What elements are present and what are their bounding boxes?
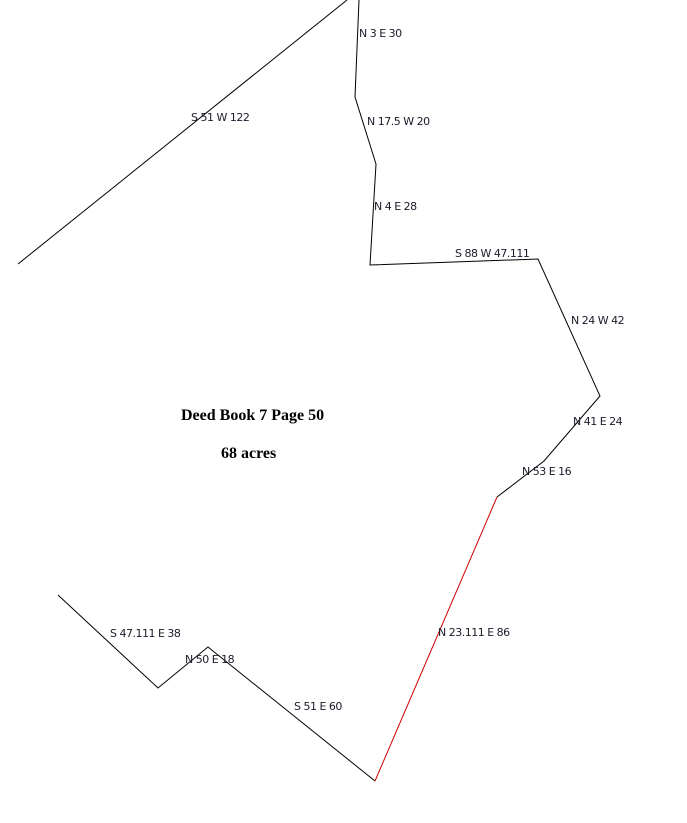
call-label: N 3 E 30 [359,27,402,40]
acreage: 68 acres [221,445,276,462]
call-label: N 23.111 E 86 [438,626,510,639]
call-label: S 51 E 60 [294,700,342,713]
call-label: S 47.111 E 38 [110,627,181,640]
call-label: S 51 W 122 [191,111,249,124]
call-label: N 53 E 16 [522,465,572,478]
call-label: N 17.5 W 20 [367,115,430,128]
call-label: N 41 E 24 [573,415,623,428]
boundary-line-n23e86 [374,496,498,782]
call-label: N 24 W 42 [571,314,624,327]
call-label: S 88 W 47.111 [455,247,529,260]
deed-title: Deed Book 7 Page 50 [181,407,324,424]
call-label: N 4 E 28 [374,200,417,213]
boundary-line-south [57,594,376,782]
boundary-line-s51w122 [17,0,348,265]
call-label: N 50 E 18 [185,653,235,666]
boundary-line-upper-east [354,0,601,498]
